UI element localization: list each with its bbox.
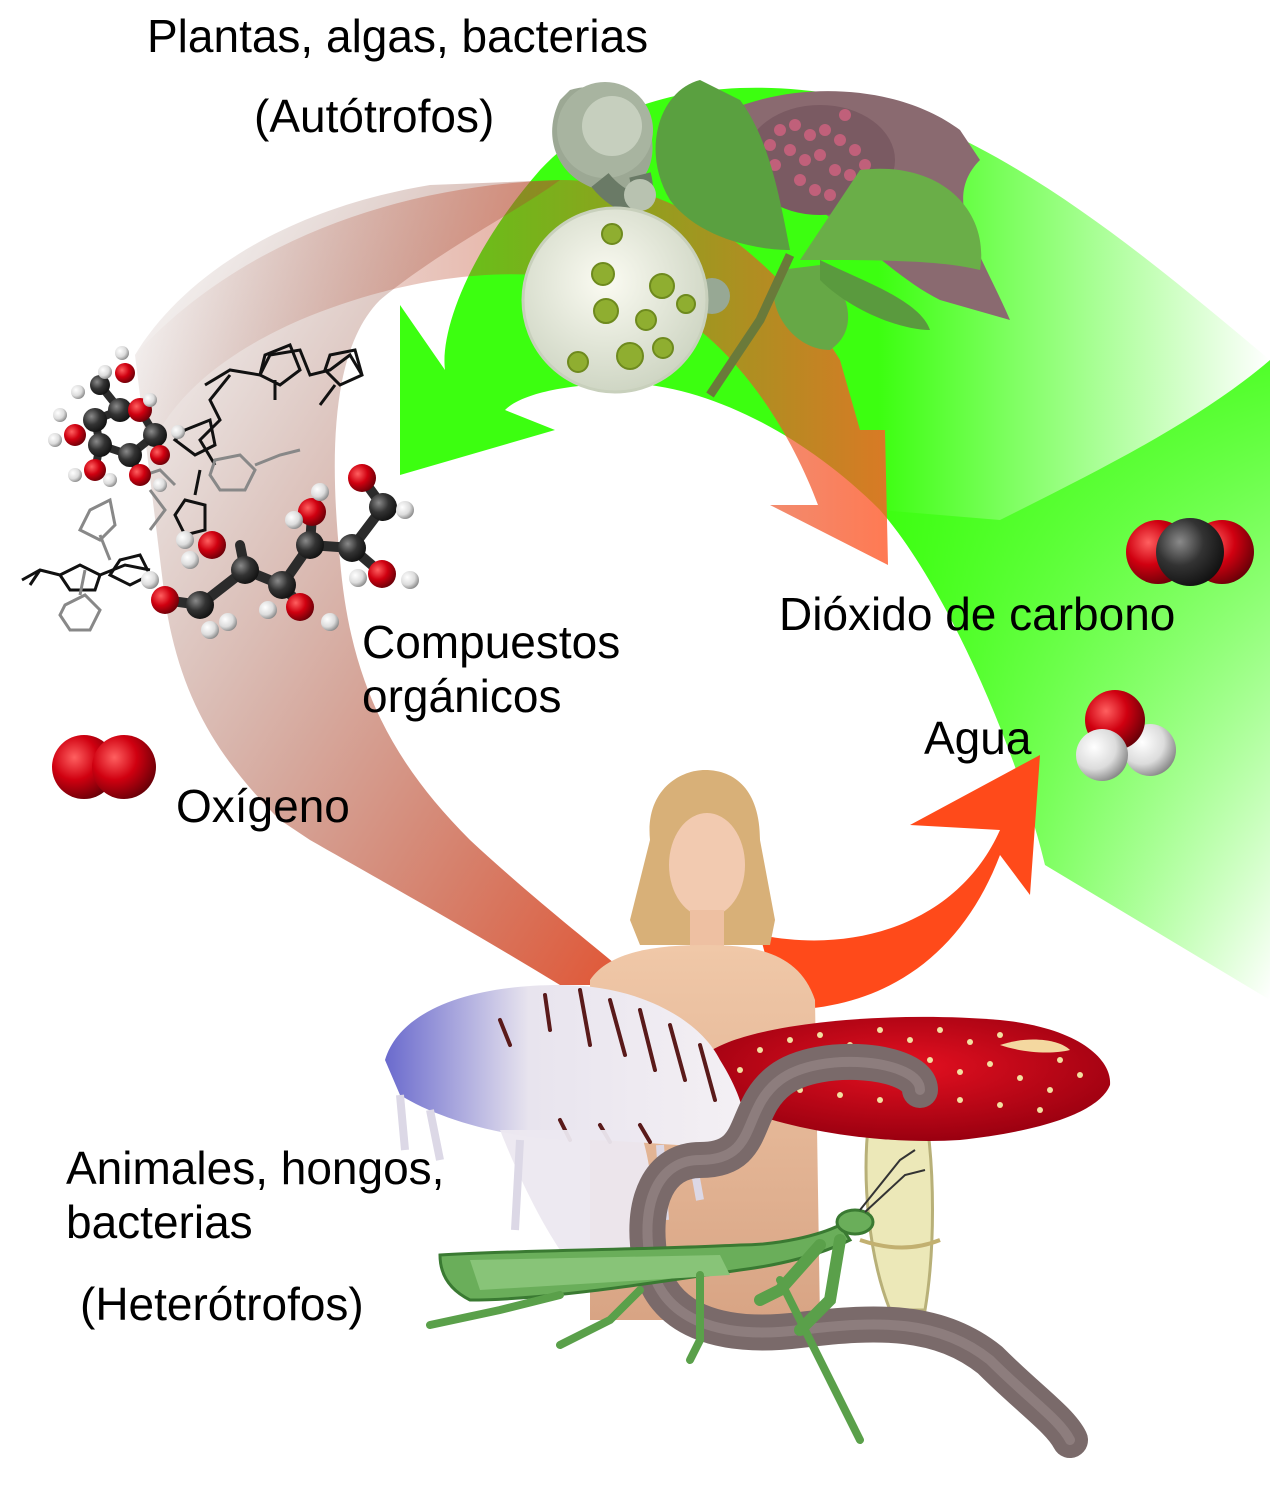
heterotrophs-groups-label-line2: bacterias: [66, 1196, 253, 1248]
red-arrow-respiration: [760, 755, 1040, 1010]
open-chain-sugar-molecule-image: [141, 464, 419, 639]
water-label: Agua: [924, 712, 1032, 764]
jellyfish-image: [385, 985, 745, 1250]
carbon-dioxide-label: Dióxido de carbono: [779, 588, 1176, 640]
oxygen-label: Oxígeno: [176, 780, 350, 832]
ginkgo-leaves-image: [655, 80, 982, 398]
heterotrophs-groups-label-line1: Animales, hongos,: [66, 1142, 445, 1194]
glucose-ring-molecule-image: [48, 346, 185, 492]
volvox-alga-image: [521, 206, 709, 394]
carbon-dioxide-molecule-icon: [1126, 518, 1254, 586]
water-molecule-icon: [1076, 690, 1176, 781]
organic-compounds-label-line2: orgánicos: [362, 670, 562, 722]
autotrophs-groups-label: Plantas, algas, bacterias: [147, 10, 649, 62]
praying-mantis-image: [426, 1149, 926, 1444]
red-arrow-left: [135, 180, 640, 985]
autotrophs-kind-label: (Autótrofos): [254, 90, 495, 142]
organic-compounds-label-line1: Compuestos: [362, 616, 621, 668]
oxygen-molecule-icon: [52, 735, 156, 799]
heterotrophs-kind-label: (Heterótrofos): [80, 1278, 364, 1330]
